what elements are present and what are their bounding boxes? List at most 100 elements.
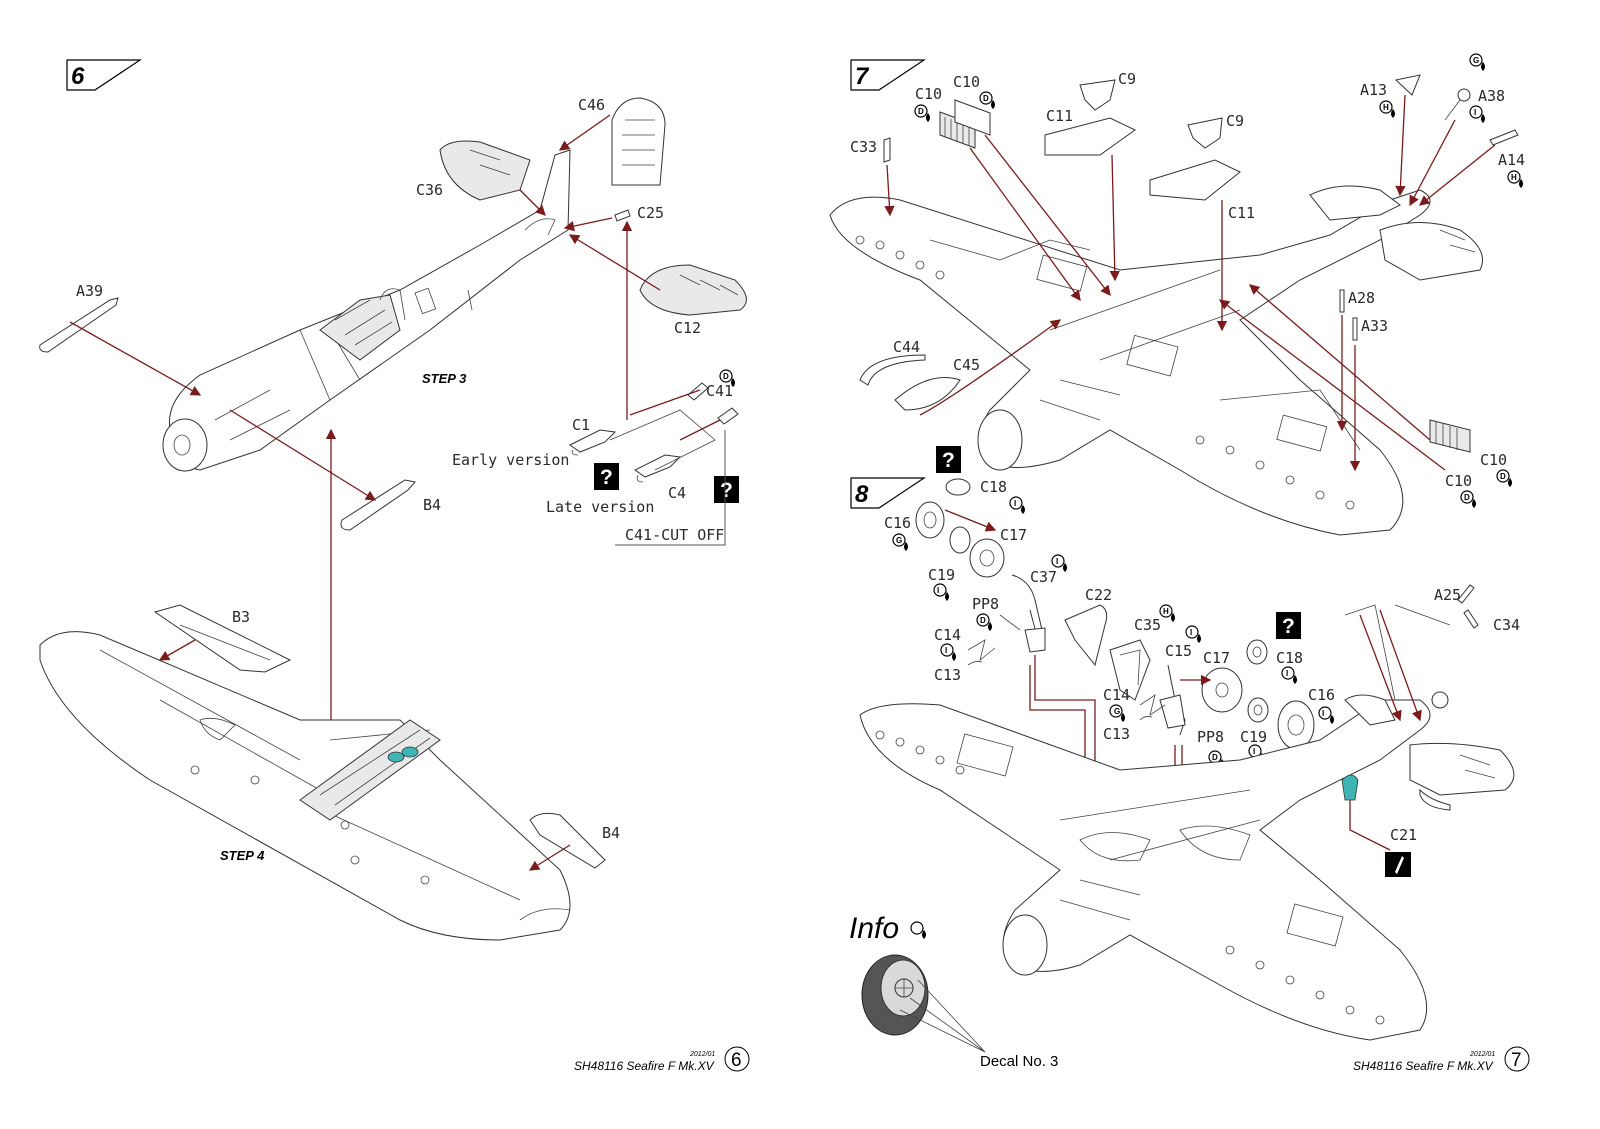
part-c44-c45 xyxy=(859,319,1062,416)
paint-drop-icon xyxy=(1185,625,1202,644)
label-c10-b: C10 xyxy=(953,73,980,91)
part-a28-a33 xyxy=(1336,289,1361,472)
part-c22 xyxy=(1064,604,1108,667)
label-c9-a: C9 xyxy=(1118,70,1136,88)
label-c16-a: C16 xyxy=(884,514,911,532)
label-c25: C25 xyxy=(637,204,664,222)
label-a14: A14 xyxy=(1498,151,1525,169)
question-icon: ? xyxy=(594,463,619,490)
svg-text:2012/01: 2012/01 xyxy=(1469,1051,1495,1058)
svg-text:D: D xyxy=(980,616,986,625)
label-c36: C36 xyxy=(416,181,443,199)
svg-text:I: I xyxy=(937,586,939,595)
label-a39: A39 xyxy=(76,282,103,300)
label-c19-b: C19 xyxy=(1240,728,1267,746)
svg-text:I: I xyxy=(1190,628,1192,637)
label-c13-b: C13 xyxy=(1103,725,1130,743)
svg-text:I: I xyxy=(1286,669,1288,678)
aircraft-underside-drawing xyxy=(859,604,1515,1041)
svg-text:SH48116 Seafire F Mk.XV: SH48116 Seafire F Mk.XV xyxy=(1353,1059,1494,1073)
aircraft-top-drawing xyxy=(829,185,1483,536)
part-a14 xyxy=(1418,129,1519,206)
step-7-panel: 7 C10 C10 xyxy=(829,53,1525,536)
part-c1 xyxy=(569,429,617,456)
label-a13: A13 xyxy=(1360,81,1387,99)
decal-wheel xyxy=(861,954,986,1053)
part-c12 xyxy=(568,234,747,316)
part-c4 xyxy=(634,454,682,483)
label-c13-a: C13 xyxy=(934,666,961,684)
part-c33 xyxy=(883,137,895,217)
paint-drop-icon xyxy=(1281,666,1298,685)
svg-text:?: ? xyxy=(600,466,613,489)
label-a38: A38 xyxy=(1478,87,1505,105)
label-b4: B4 xyxy=(602,824,620,842)
decal-label: Decal No. 3 xyxy=(980,1053,1058,1070)
label-a40: B4 xyxy=(423,496,441,514)
step-number-8: 8 xyxy=(855,481,869,508)
part-c41 xyxy=(629,382,739,441)
label-c12: C12 xyxy=(674,319,701,337)
svg-text:I: I xyxy=(945,646,947,655)
label-c16-b: C16 xyxy=(1308,686,1335,704)
svg-text:2012/01: 2012/01 xyxy=(689,1051,715,1058)
label-c18-a: C18 xyxy=(980,478,1007,496)
step-6-panel: 6 STEP 3 C46 C36 xyxy=(39,59,750,1073)
label-c11-a: C11 xyxy=(1046,107,1073,125)
svg-text:SH48116 Seafire F Mk.XV: SH48116 Seafire F Mk.XV xyxy=(574,1059,715,1073)
label-c44: C44 xyxy=(893,338,920,356)
label-late-version: Late version xyxy=(546,498,654,516)
wheel-group-right xyxy=(1159,639,1315,862)
label-pp8-b: PP8 xyxy=(1197,728,1224,746)
svg-text:H: H xyxy=(1383,103,1389,112)
step-3-label: STEP 3 xyxy=(422,371,467,386)
svg-text:I: I xyxy=(1474,108,1476,117)
info-title: Info xyxy=(849,912,899,945)
label-c46: C46 xyxy=(578,96,605,114)
cut-icon xyxy=(1385,852,1411,877)
label-c14-b: C14 xyxy=(1103,686,1130,704)
paint-drop-icon xyxy=(1469,105,1486,124)
svg-text:G: G xyxy=(1114,707,1120,716)
paint-drop-icon xyxy=(940,643,957,662)
svg-text:D: D xyxy=(1212,753,1218,762)
part-c25 xyxy=(563,209,633,420)
question-icon: ? xyxy=(1276,612,1301,639)
label-c14-a: C14 xyxy=(934,626,961,644)
svg-text:?: ? xyxy=(942,449,955,472)
footer-left: SH48116 Seafire F Mk.XV 2012/01 6 xyxy=(574,1046,750,1073)
part-c10-right xyxy=(1218,284,1471,471)
label-c18-b: C18 xyxy=(1276,649,1303,667)
svg-text:G: G xyxy=(896,536,902,545)
cut-frame xyxy=(615,430,726,546)
label-c9-b: C9 xyxy=(1226,112,1244,130)
label-c35: C35 xyxy=(1134,616,1161,634)
step-number-7: 7 xyxy=(855,63,870,90)
label-c4: C4 xyxy=(668,484,686,502)
label-c10-a: C10 xyxy=(915,85,942,103)
fuselage-drawing xyxy=(162,149,571,472)
part-c10-left xyxy=(939,99,1111,302)
part-a38 xyxy=(1409,88,1471,207)
label-c33: C33 xyxy=(850,138,877,156)
part-c9-c11-a xyxy=(1044,79,1136,282)
part-c14-c13-a xyxy=(967,639,996,666)
svg-text:H: H xyxy=(1163,607,1169,616)
label-c11-b: C11 xyxy=(1228,204,1255,222)
part-c36 xyxy=(439,140,546,216)
part-c35 xyxy=(1109,639,1151,701)
svg-text:I: I xyxy=(1014,499,1016,508)
label-c17-b: C17 xyxy=(1203,649,1230,667)
step-8-panel: 8 ? C18 I C16 G C17 I C19 I xyxy=(849,446,1530,1073)
label-c22: C22 xyxy=(1085,586,1112,604)
paint-code-c41: D xyxy=(723,372,729,381)
svg-text:G: G xyxy=(1473,56,1479,65)
label-pp8-a: PP8 xyxy=(972,595,999,613)
svg-text:?: ? xyxy=(720,479,733,502)
part-c9-c11-b xyxy=(1149,117,1241,332)
label-c15: C15 xyxy=(1165,642,1192,660)
question-icon: ? xyxy=(936,446,961,473)
label-c1: C1 xyxy=(572,416,590,434)
part-c14-c13-b xyxy=(1139,694,1166,721)
part-c46 xyxy=(558,97,666,186)
